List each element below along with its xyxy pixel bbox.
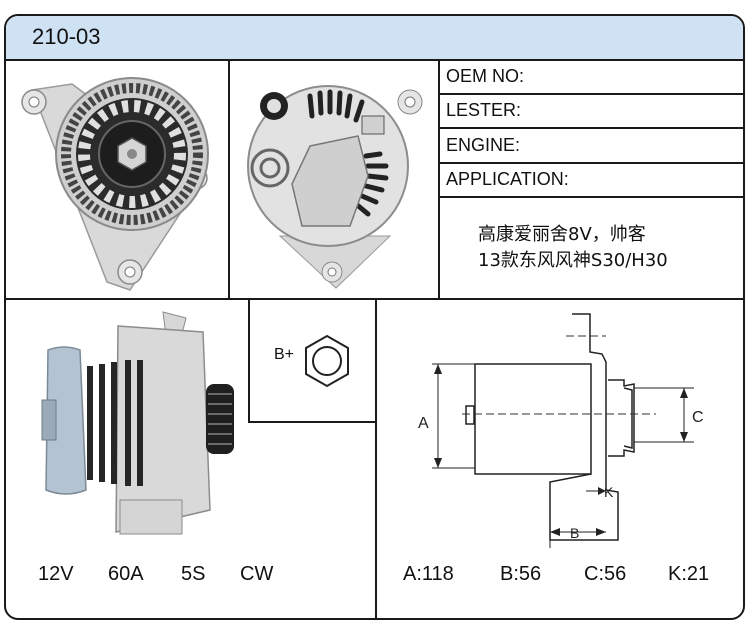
divider bbox=[228, 59, 230, 299]
alternator-rear-image bbox=[247, 85, 423, 289]
dim-b-value: B:56 bbox=[500, 563, 542, 585]
dim-b-label: B bbox=[570, 525, 579, 541]
rotation-value: CW bbox=[240, 563, 274, 585]
application-value-line: 高康爱丽舍8V，帅客 bbox=[478, 224, 646, 245]
dim-k-label: K bbox=[604, 484, 614, 500]
voltage-value: 12V bbox=[38, 563, 74, 585]
divider bbox=[438, 93, 745, 95]
divider bbox=[4, 298, 745, 300]
divider bbox=[248, 421, 376, 423]
divider bbox=[248, 298, 250, 422]
application-label: APPLICATION: bbox=[446, 169, 569, 189]
divider bbox=[438, 127, 745, 129]
dim-a-value: A:118 bbox=[403, 563, 454, 585]
engine-label: ENGINE: bbox=[446, 135, 521, 155]
dim-c-value: C:56 bbox=[584, 563, 627, 585]
current-value: 60A bbox=[108, 563, 144, 585]
terminal-label: B+ bbox=[274, 346, 295, 363]
divider bbox=[438, 59, 440, 299]
alternator-side-image bbox=[41, 311, 234, 535]
divider bbox=[375, 298, 377, 620]
divider bbox=[438, 196, 745, 198]
oem-number-label: OEM NO: bbox=[446, 66, 525, 86]
dim-k-value: K:21 bbox=[668, 563, 710, 585]
header-bar: 210-03 bbox=[6, 16, 743, 61]
dimension-drawing: A C B K bbox=[418, 313, 704, 548]
pulley-value: 5S bbox=[181, 563, 206, 585]
dim-a-label: A bbox=[418, 415, 429, 432]
divider bbox=[438, 162, 745, 164]
dim-c-label: C bbox=[692, 409, 704, 426]
lester-label: LESTER: bbox=[446, 100, 522, 120]
application-value: 高康爱丽舍8V，帅客 13款东风风神S30/H30 bbox=[478, 222, 668, 274]
part-number-title: 210-03 bbox=[32, 24, 101, 49]
hex-nut-icon bbox=[305, 334, 349, 388]
application-value-line: 13款东风风神S30/H30 bbox=[478, 250, 668, 271]
alternator-front-image bbox=[21, 77, 209, 291]
